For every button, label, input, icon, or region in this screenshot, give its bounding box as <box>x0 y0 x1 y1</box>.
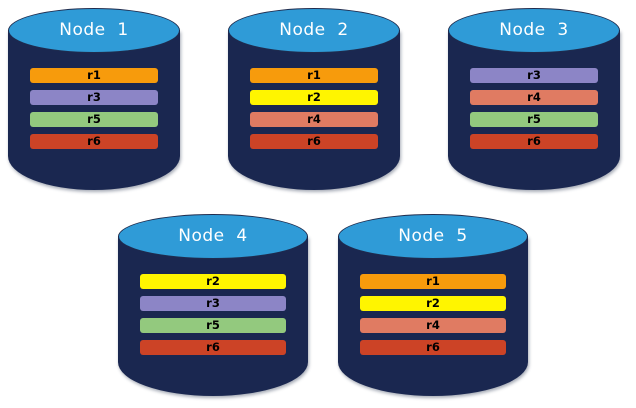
node-1-cylinder-body <box>8 30 180 190</box>
replica-r1[interactable]: r1 <box>30 68 158 83</box>
node-2-replica-list: r1 r2 r4 r6 <box>228 68 400 149</box>
node-3-label: Node 3 <box>499 20 569 40</box>
node-4-cylinder-top <box>118 214 308 259</box>
node-1-label: Node 1 <box>59 20 129 40</box>
replica-r6[interactable]: r6 <box>30 134 158 149</box>
node-2-cylinder-body <box>228 30 400 190</box>
node-3-cylinder-body <box>448 30 620 190</box>
replica-r1[interactable]: r1 <box>360 274 506 289</box>
replica-r4[interactable]: r4 <box>250 112 378 127</box>
node-3[interactable]: Node 3 r3 r4 r5 r6 <box>448 8 620 190</box>
replica-r2[interactable]: r2 <box>360 296 506 311</box>
replica-r3[interactable]: r3 <box>30 90 158 105</box>
replica-r5[interactable]: r5 <box>470 112 598 127</box>
node-3-cylinder-top <box>448 8 620 53</box>
node-5[interactable]: Node 5 r1 r2 r4 r6 <box>338 214 528 396</box>
replica-r4[interactable]: r4 <box>360 318 506 333</box>
replica-r2[interactable]: r2 <box>140 274 286 289</box>
node-4-cylinder-body <box>118 236 308 396</box>
node-3-replica-list: r3 r4 r5 r6 <box>448 68 620 149</box>
node-5-cylinder-top <box>338 214 528 259</box>
node-2-label: Node 2 <box>279 20 349 40</box>
node-2[interactable]: Node 2 r1 r2 r4 r6 <box>228 8 400 190</box>
node-1-cylinder-top <box>8 8 180 53</box>
node-4-label: Node 4 <box>178 226 248 246</box>
node-4[interactable]: Node 4 r2 r3 r5 r6 <box>118 214 308 396</box>
replica-r5[interactable]: r5 <box>30 112 158 127</box>
node-1-replica-list: r1 r3 r5 r6 <box>8 68 180 149</box>
node-5-replica-list: r1 r2 r4 r6 <box>338 274 528 355</box>
node-5-label: Node 5 <box>398 226 468 246</box>
replica-r3[interactable]: r3 <box>140 296 286 311</box>
replica-r1[interactable]: r1 <box>250 68 378 83</box>
replica-r6[interactable]: r6 <box>140 340 286 355</box>
replica-r5[interactable]: r5 <box>140 318 286 333</box>
node-2-cylinder-top <box>228 8 400 53</box>
replica-r6[interactable]: r6 <box>470 134 598 149</box>
node-4-replica-list: r2 r3 r5 r6 <box>118 274 308 355</box>
node-1[interactable]: Node 1 r1 r3 r5 r6 <box>8 8 180 190</box>
replica-r6[interactable]: r6 <box>360 340 506 355</box>
replica-r4[interactable]: r4 <box>470 90 598 105</box>
replica-r2[interactable]: r2 <box>250 90 378 105</box>
replica-r6[interactable]: r6 <box>250 134 378 149</box>
node-5-cylinder-body <box>338 236 528 396</box>
replica-r3[interactable]: r3 <box>470 68 598 83</box>
